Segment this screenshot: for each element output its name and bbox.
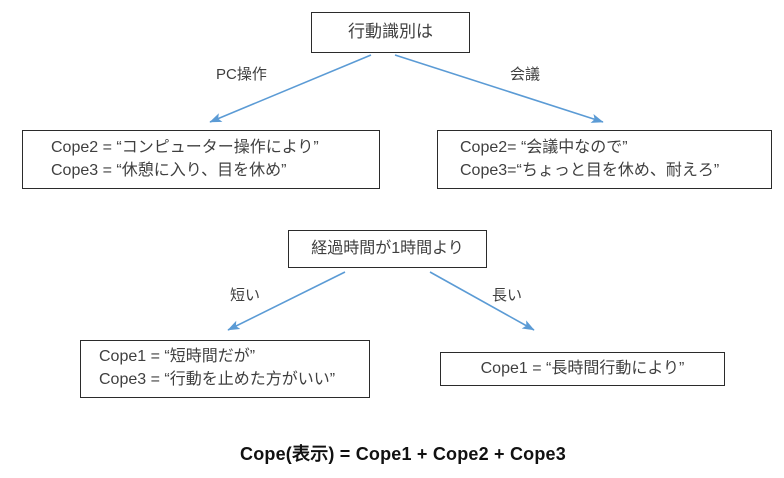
node-outcome-meeting-line-1: Cope2= “会議中なので” (460, 138, 628, 156)
arrow-elapsed-to-long (429, 271, 535, 331)
edge-label-pc-operation: PC操作 (216, 66, 267, 83)
node-outcome-meeting: Cope2= “会議中なので” Cope3=“ちょっと目を休め、耐えろ” (437, 130, 772, 189)
arrow-elapsed-to-short (227, 271, 346, 331)
node-outcome-pc-line-1: Cope2 = “コンピューター操作により” (51, 138, 319, 156)
node-outcome-short-line-1: Cope1 = “短時間だが” (99, 348, 256, 366)
node-root-text: 行動識別は (348, 22, 433, 42)
node-root-condition: 行動識別は (311, 12, 470, 53)
node-outcome-long-line-1: Cope1 = “長時間行動により” (480, 359, 685, 377)
edge-label-meeting: 会議 (510, 66, 541, 83)
node-outcome-meeting-line-2: Cope3=“ちょっと目を休め、耐えろ” (460, 161, 720, 179)
arrow-root-to-meeting (394, 54, 604, 123)
edge-label-short: 短い (230, 287, 261, 304)
edge-label-long: 長い (492, 287, 523, 304)
node-outcome-short-line-2: Cope3 = “行動を止めた方がいい” (99, 371, 336, 388)
node-outcome-pc-line-2: Cope3 = “休憩に入り、目を休め” (51, 161, 287, 179)
arrow-root-to-pc (209, 54, 372, 123)
node-elapsed-time-condition: 経過時間が1時間より (288, 230, 487, 268)
summary-formula: Cope(表示) = Cope1 + Cope2 + Cope3 (240, 444, 566, 464)
node-elapsed-time-text: 経過時間が1時間より (311, 239, 464, 257)
node-outcome-long-duration: Cope1 = “長時間行動により” (440, 352, 725, 386)
node-outcome-pc-operation: Cope2 = “コンピューター操作により” Cope3 = “休憩に入り、目を… (22, 130, 380, 189)
node-outcome-short-duration: Cope1 = “短時間だが” Cope3 = “行動を止めた方がいい” (80, 340, 370, 398)
